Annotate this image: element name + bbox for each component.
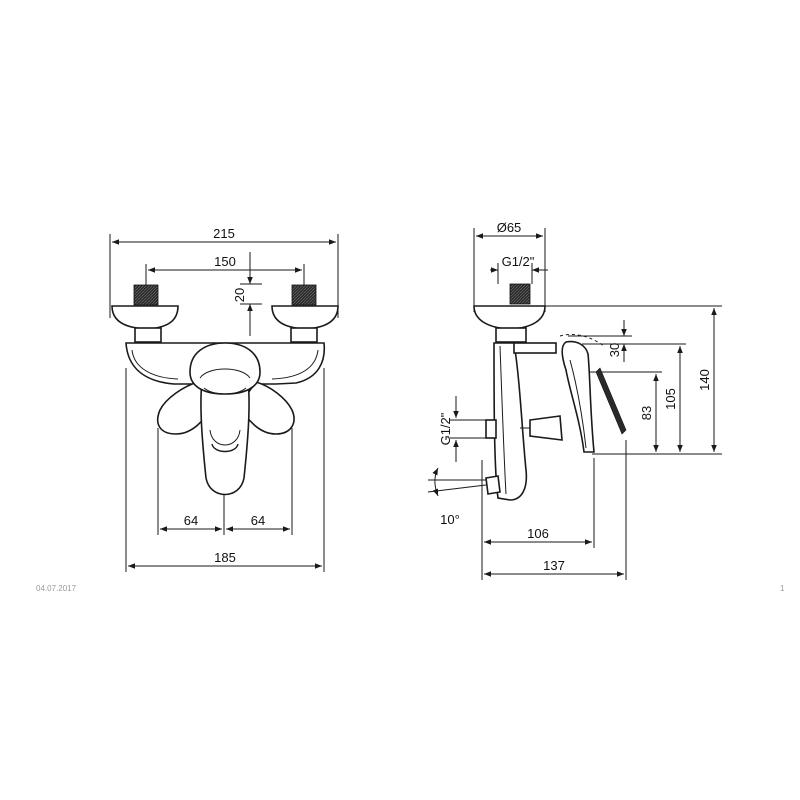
dim-total-width: 215 — [213, 226, 235, 241]
inlet-left — [133, 284, 159, 306]
lobe-right — [239, 381, 295, 435]
dim-depth-137: 137 — [543, 558, 565, 573]
dim-eccentric: 20 — [232, 288, 247, 302]
dim-h105: 105 — [663, 388, 678, 410]
dim-angle: 10° — [440, 512, 460, 527]
dim-escutcheon-diameter: Ø65 — [497, 220, 522, 235]
dim-left-half: 64 — [184, 513, 198, 528]
dim-right-half: 64 — [251, 513, 265, 528]
escutcheon-left — [111, 305, 179, 330]
side-escutcheon — [473, 305, 546, 330]
dim-h83: 83 — [639, 406, 654, 420]
front-view: 215 150 20 64 64 185 — [109, 226, 339, 572]
dim-body-width: 185 — [214, 550, 236, 565]
dim-inlet-spacing: 150 — [214, 254, 236, 269]
side-view: Ø65 G1/2" G1/2" 10° 30 83 105 140 106 13… — [427, 220, 722, 580]
dim-thread-side: G1/2" — [438, 412, 453, 445]
footer-page: 1 — [780, 584, 785, 593]
inlet-right — [291, 284, 317, 306]
footer-date: 04.07.2017 — [36, 584, 77, 593]
dim-thread-top: G1/2" — [502, 254, 535, 269]
dim-h30: 30 — [607, 343, 622, 357]
spout — [200, 367, 250, 496]
side-inlet — [509, 283, 531, 305]
dim-h140: 140 — [697, 369, 712, 391]
escutcheon-right — [271, 305, 339, 330]
dim-depth-106: 106 — [527, 526, 549, 541]
